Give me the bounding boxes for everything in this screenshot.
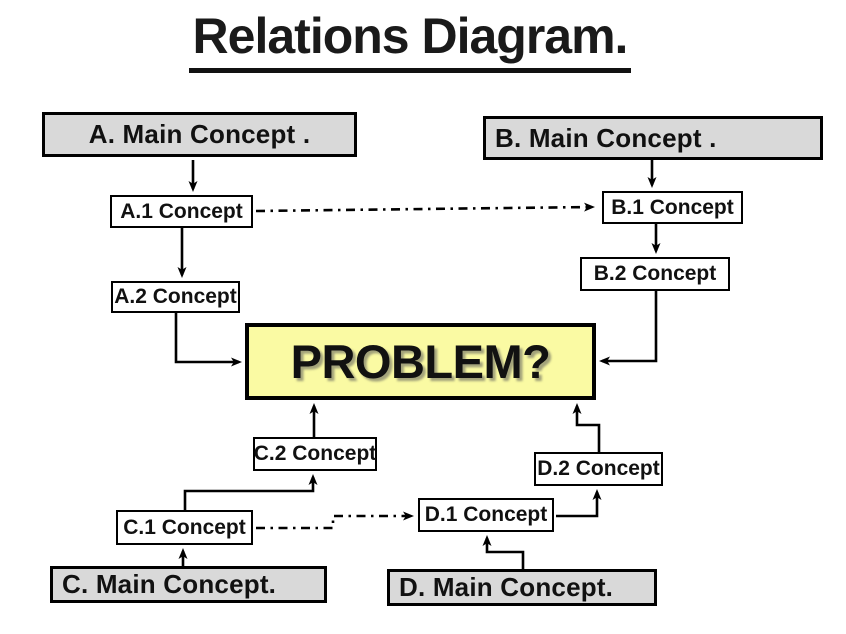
arrow-c1-to-c2: [183, 474, 318, 510]
arrow-d2-to-problem: [572, 403, 601, 452]
dashdot-arrow-a1-to-b1: [255, 202, 595, 213]
dashdot-arrow-c1-to-d1: [256, 511, 414, 530]
box-a1-concept: A.1 Concept: [110, 195, 253, 228]
box-d2-concept: D.2 Concept: [534, 452, 663, 486]
box-problem: PROBLEM?: [245, 323, 596, 400]
box-c1-concept: C.1 Concept: [116, 510, 253, 545]
diagram-title: Relations Diagram.: [0, 8, 820, 73]
box-b1-concept: B.1 Concept: [602, 191, 743, 224]
diagram-title-text: Relations Diagram.: [188, 8, 632, 73]
box-d-main-concept: D. Main Concept.: [387, 569, 657, 606]
box-c-main-concept: C. Main Concept.: [50, 566, 327, 603]
arrow-d-to-d1: [482, 535, 525, 569]
box-a-main-concept: A. Main Concept .: [42, 112, 357, 157]
arrow-b2-to-problem: [599, 291, 658, 366]
arrow-a2-to-problem: [174, 313, 242, 367]
box-b2-concept: B.2 Concept: [580, 257, 730, 291]
box-c2-concept: C.2 Concept: [253, 437, 377, 471]
box-d1-concept: D.1 Concept: [418, 498, 554, 532]
box-a2-concept: A.2 Concept: [111, 281, 240, 313]
box-b-main-concept: B. Main Concept .: [483, 116, 823, 160]
arrow-d1-to-d2: [556, 489, 602, 518]
